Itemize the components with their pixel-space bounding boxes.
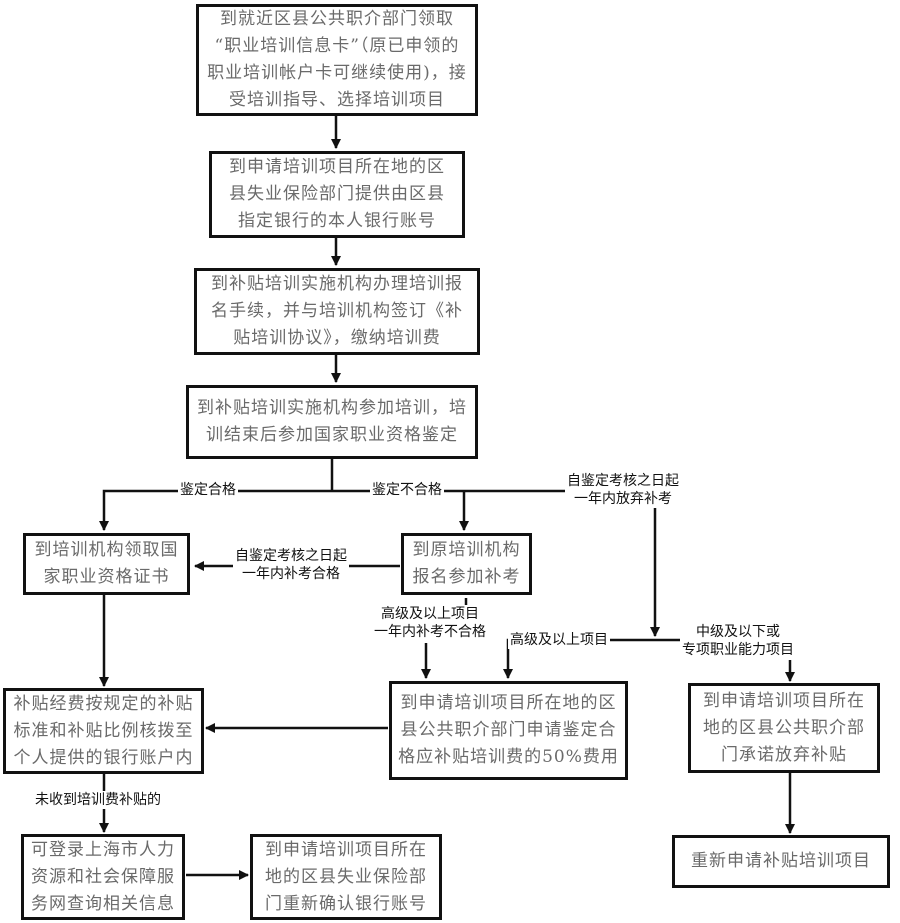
box-register-retake: 到原培训机构报名参加补考 (401, 533, 532, 595)
box-line: 名手续，并与培训机构签订《补 (211, 301, 463, 321)
label-senior: 高级及以上项目 (508, 631, 610, 649)
box-provide-bank-account: 到申请培训项目所在地的区县失业保险部门提供由区县指定银行的本人银行账号 (209, 151, 465, 238)
box-line: 到申请培训项目所在 (265, 839, 427, 860)
label-line: 一年内放弃补考 (574, 491, 672, 507)
box-line: 到补贴培训实施机构参加培训，培 (197, 398, 467, 418)
box-line: 门重新确认银行账号 (265, 893, 427, 914)
box-line: 到申请培训项目所在地的区 (400, 693, 617, 713)
box-register-training: 到补贴培训实施机构办理培训报名手续，并与培训机构签订《补贴培训协议》，缴纳培训费 (194, 268, 480, 355)
box-line: 家职业资格证书 (43, 567, 170, 587)
box-line: 格应补贴培训费的50%费用 (398, 747, 619, 767)
box-line: 个人提供的银行账户内 (13, 747, 194, 768)
box-line: 训结束后参加国家职业资格鉴定 (206, 425, 458, 445)
box-line: 到补贴培训实施机构办理培训报 (211, 274, 463, 294)
box-query-website: 可登录上海市人力资源和社会保障服务网查询相关信息 (21, 834, 185, 920)
label-line: 自鉴定考核之日起 (567, 473, 679, 489)
box-line: 资源和社会保障服 (31, 866, 175, 887)
label-pass: 鉴定合格 (178, 481, 238, 499)
box-line: 到原培训机构 (412, 540, 521, 560)
box-get-certificate: 到培训机构领取国家职业资格证书 (23, 533, 190, 595)
box-line: “职业培训信息卡”（原已申领的 (214, 36, 460, 56)
box-line: 到申请培训项目所在 (703, 690, 865, 711)
label-line: 高级及以上项目 (381, 606, 479, 622)
box-line: 可登录上海市人力 (31, 839, 175, 860)
box-line: 到申请培训项目所在地的区 (229, 157, 445, 177)
box-attend-training: 到补贴培训实施机构参加培训，培训结束后参加国家职业资格鉴定 (186, 385, 478, 459)
box-subsidy-allocation: 补贴经费按规定的补贴标准和补贴比例核拨至个人提供的银行账户内 (3, 688, 204, 774)
label-line: 一年内补考不合格 (374, 624, 486, 640)
box-line: 到就近区县公共职介部门领取 (219, 9, 454, 29)
label-line: 一年内补考合格 (242, 566, 340, 582)
box-line: 务网查询相关信息 (31, 893, 175, 914)
box-line: 门承诺放弃补贴 (721, 744, 847, 765)
box-line: 地的区县公共职介部 (703, 717, 865, 738)
label-giveup: 自鉴定考核之日起 一年内放弃补考 (565, 472, 681, 508)
label-retake-pass: 自鉴定考核之日起 一年内补考合格 (233, 547, 349, 583)
box-reapply-project: 重新申请补贴培训项目 (672, 835, 890, 888)
box-line: 贴培训协议》，缴纳培训费 (233, 328, 441, 348)
label-line: 中级及以下或 (696, 624, 780, 640)
box-line: 标准和补贴比例核拨至 (13, 720, 194, 741)
box-waive-subsidy: 到申请培训项目所在地的区县公共职介部门承诺放弃补贴 (688, 683, 880, 773)
arrow-pass-to-b5 (99, 489, 544, 531)
box-line: 到培训机构领取国 (34, 540, 179, 560)
box-line: 县公共职介部门申请鉴定合 (400, 720, 617, 740)
box-line: 受培训指导、选择培训项目 (228, 90, 445, 110)
box-line: 地的区县失业保险部 (265, 866, 427, 887)
label-fail: 鉴定不合格 (370, 481, 444, 499)
box-line: 报名参加补考 (412, 567, 521, 587)
box-line: 职业培训帐户卡可继续使用)，接 (207, 63, 467, 83)
box-apply-50-percent: 到申请培训项目所在地的区县公共职介部门申请鉴定合格应补贴培训费的50%费用 (389, 681, 628, 780)
label-junior: 中级及以下或 专项职业能力项目 (680, 623, 796, 659)
label-line: 专项职业能力项目 (682, 642, 794, 658)
box-reconfirm-bank-account: 到申请培训项目所在地的区县失业保险部门重新确认银行账号 (250, 834, 442, 920)
box-line: 补贴经费按规定的补贴 (13, 693, 194, 714)
label-line: 自鉴定考核之日起 (235, 548, 347, 564)
box-get-training-card: 到就近区县公共职介部门领取 “职业培训信息卡”（原已申领的职业培训帐户卡可继续使用… (196, 4, 478, 116)
box-line: 重新申请补贴培训项目 (691, 851, 871, 871)
label-retake-fail: 高级及以上项目 一年内补考不合格 (372, 605, 488, 641)
label-not-received: 未收到培训费补贴的 (33, 791, 163, 809)
box-line: 指定银行的本人银行账号 (238, 211, 436, 231)
box-line: 县失业保险部门提供由区县 (229, 184, 445, 204)
